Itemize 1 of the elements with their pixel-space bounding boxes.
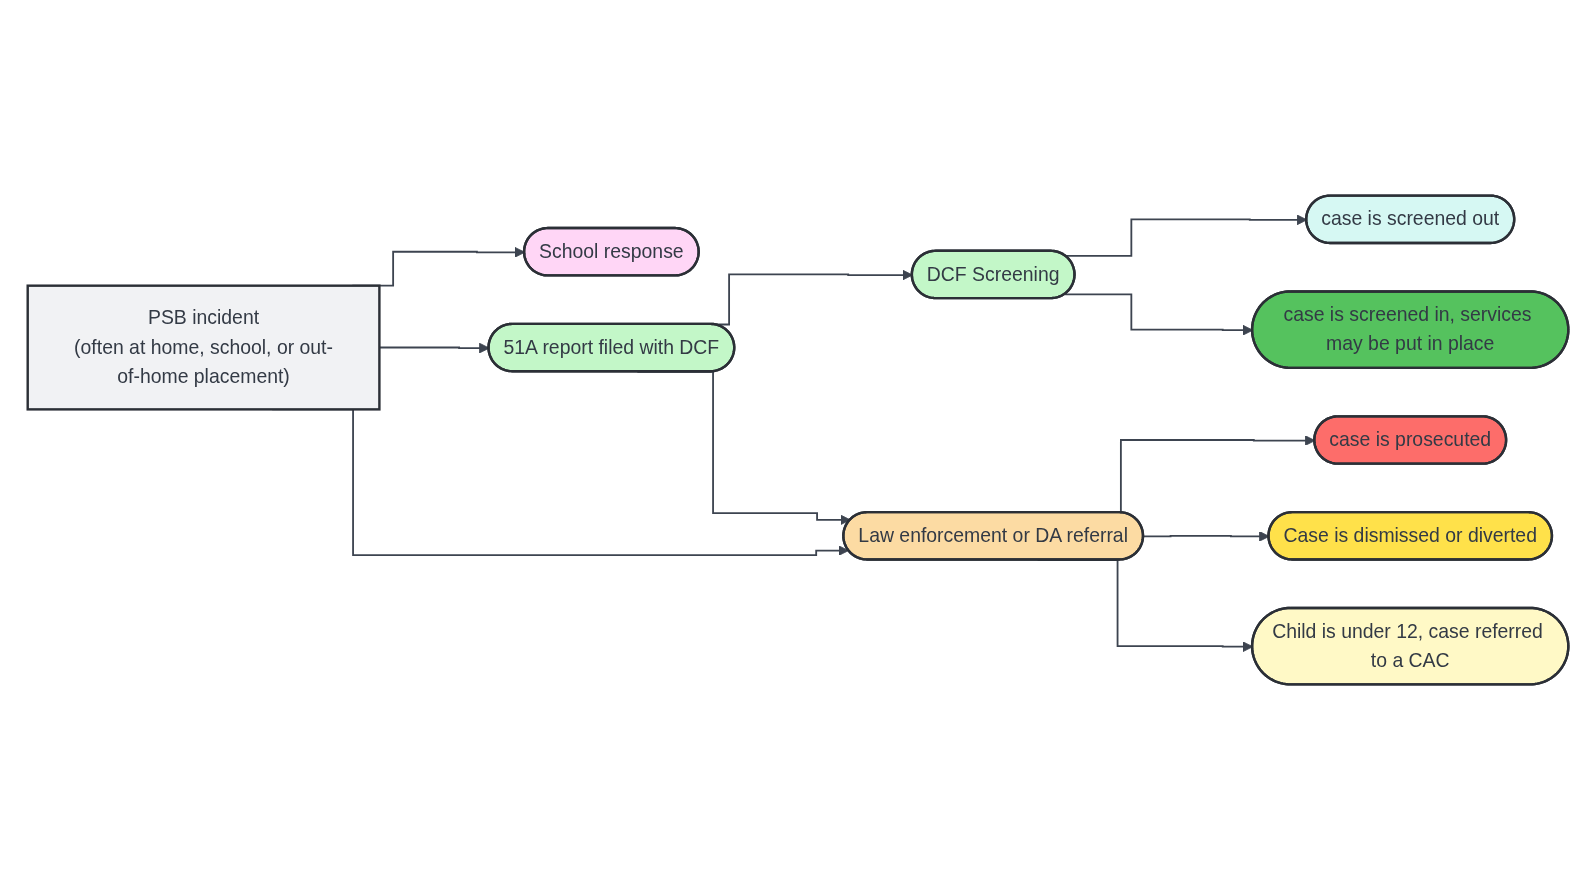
node-box: PSB incident (often at home, school, or out-of-home placement) [26,284,381,411]
